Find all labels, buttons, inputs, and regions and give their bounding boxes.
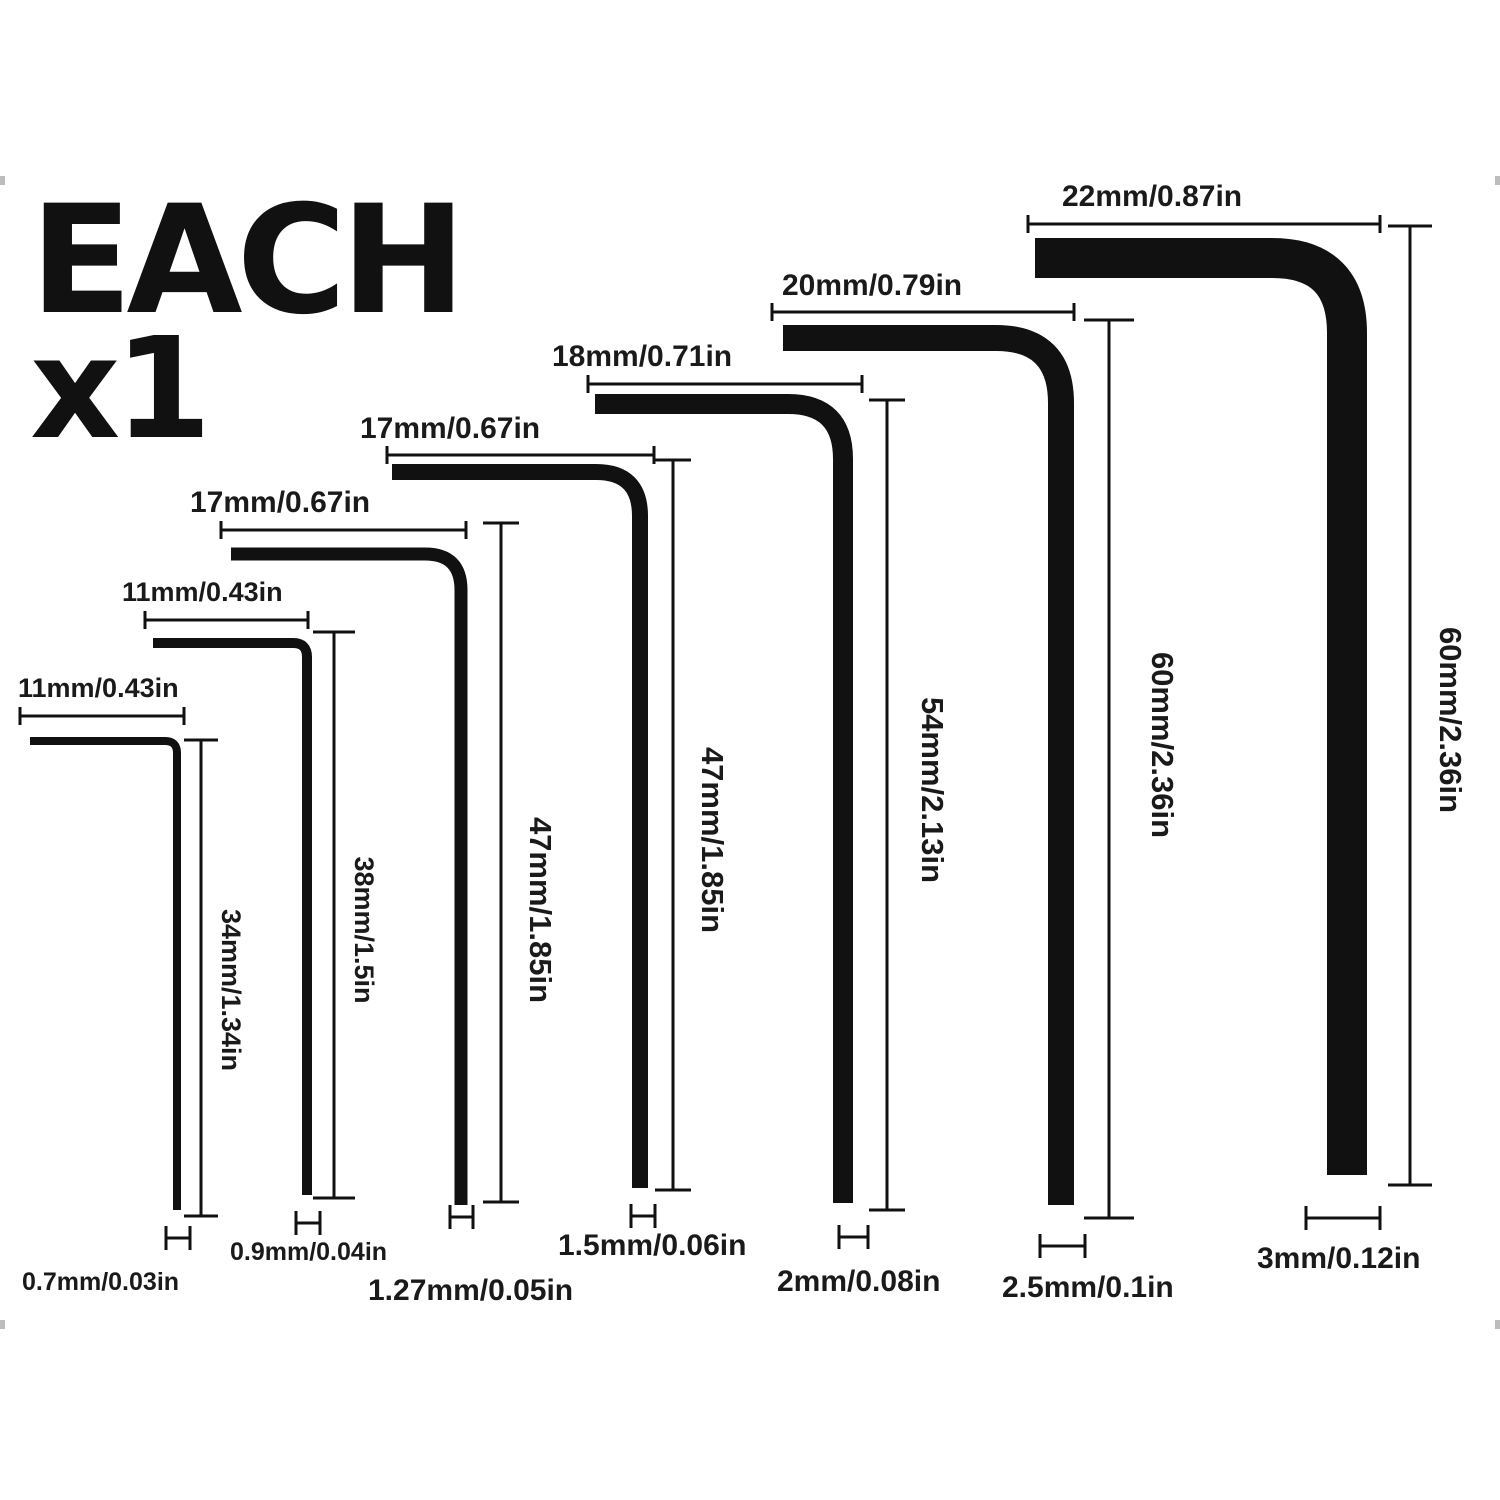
hex-key-0.7mm — [30, 737, 181, 1210]
long-arm-dimension-line — [655, 458, 691, 1192]
edge-marker-bottom-right — [1495, 1320, 1500, 1329]
short-arm-dimension-line — [1026, 215, 1382, 233]
diameter-dimension-line — [1038, 1234, 1087, 1258]
hex-key-body — [30, 737, 181, 1210]
diameter-label: 1.27mm/0.05in — [368, 1274, 573, 1307]
hex-key-3mm — [1035, 238, 1367, 1175]
hex-key-body — [783, 325, 1074, 1205]
long-arm-label: 54mm/2.13in — [915, 697, 950, 883]
long-arm-dimension-line — [1388, 224, 1432, 1187]
long-arm-dimension-line — [1084, 318, 1134, 1220]
long-arm-dimension-line — [869, 398, 905, 1212]
short-arm-label: 17mm/0.67in — [190, 486, 370, 519]
long-arm-label: 60mm/2.36in — [1433, 627, 1468, 813]
edge-marker-bottom-left — [0, 1320, 5, 1329]
diameter-label: 1.5mm/0.06in — [558, 1229, 746, 1262]
long-arm-dimension-line — [313, 630, 355, 1200]
diameter-dimension-line — [837, 1225, 870, 1249]
hex-key-body — [231, 547, 468, 1205]
diameter-dimension-line — [294, 1211, 322, 1235]
header-each: EACH — [30, 174, 466, 348]
diameter-label: 2mm/0.08in — [777, 1265, 940, 1298]
hex-key-body — [595, 394, 853, 1203]
diameter-dimension-line — [629, 1204, 657, 1228]
dimension-lines — [18, 215, 1432, 1258]
hex-key-body — [1035, 238, 1367, 1175]
long-arm-label: 34mm/1.34in — [216, 909, 246, 1071]
short-arm-dimension-line — [18, 707, 186, 725]
diameter-label: 2.5mm/0.1in — [1002, 1271, 1174, 1304]
diameter-label: 3mm/0.12in — [1257, 1242, 1420, 1275]
long-arm-dimension-line — [184, 738, 218, 1218]
short-arm-dimension-line — [219, 521, 468, 539]
long-arm-label: 38mm/1.5in — [349, 856, 379, 1003]
diameter-label: 0.7mm/0.03in — [22, 1268, 179, 1296]
hex-key-1.5mm — [392, 464, 648, 1188]
hex-key-2mm — [595, 394, 853, 1203]
long-arm-label: 47mm/1.85in — [523, 817, 558, 1003]
short-arm-dimension-line — [143, 611, 310, 629]
long-arm-dimension-line — [483, 521, 519, 1204]
short-arm-label: 18mm/0.71in — [552, 340, 732, 373]
hex-key-body — [392, 464, 648, 1188]
diameter-dimension-line — [448, 1205, 475, 1229]
hex-keys — [30, 238, 1367, 1210]
diameter-dimension-line — [164, 1226, 192, 1250]
hex-key-0.9mm — [153, 638, 312, 1195]
short-arm-label: 11mm/0.43in — [122, 577, 283, 607]
dimension-labels: 11mm/0.43in 34mm/1.34in 0.7mm/0.03in 11mm/0… — [18, 180, 1468, 1307]
edge-marker-top-right — [1495, 176, 1500, 185]
short-arm-label: 20mm/0.79in — [782, 269, 962, 302]
diameter-label: 0.9mm/0.04in — [230, 1238, 387, 1266]
long-arm-label: 60mm/2.36in — [1145, 652, 1180, 838]
short-arm-dimension-line — [770, 303, 1076, 321]
hex-key-1.27mm — [231, 547, 468, 1205]
edge-marker-top-left — [0, 176, 5, 185]
short-arm-label: 17mm/0.67in — [360, 412, 540, 445]
diameter-dimension-line — [1304, 1206, 1382, 1230]
short-arm-dimension-line — [385, 446, 656, 464]
short-arm-dimension-line — [586, 375, 864, 393]
long-arm-label: 47mm/1.85in — [695, 747, 730, 933]
short-arm-label: 11mm/0.43in — [18, 673, 179, 703]
header-quantity: x1 — [30, 308, 212, 471]
hex-key-2.5mm — [783, 325, 1074, 1205]
hex-key-body — [153, 638, 312, 1195]
short-arm-label: 22mm/0.87in — [1062, 180, 1242, 213]
